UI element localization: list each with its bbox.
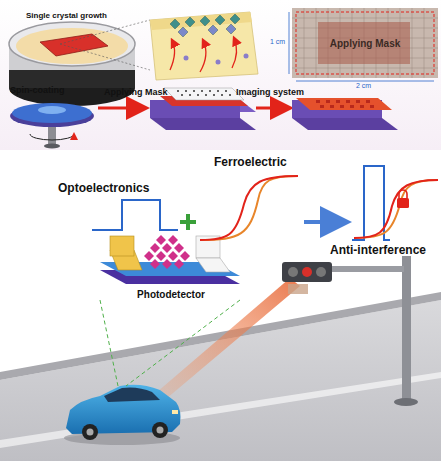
process-arrow [98,107,144,110]
figure-label: Optoelectronics [58,182,149,195]
locked-hysteresis [352,166,438,240]
figure-label: Anti-interference [330,244,426,257]
light-pulse [92,200,178,230]
patterned-substrate [292,98,398,130]
leader-line [126,300,240,386]
car [64,385,181,445]
top-panel [0,0,441,150]
hysteresis-loop [200,176,298,240]
node-box: Applying Mask [292,8,438,78]
node-text: Applying Mask [330,38,401,49]
figure-label: Applying Mask [104,88,168,98]
node-text: Photodetector [137,289,205,300]
traffic-light [282,256,418,406]
node-text: Single crystal growth [26,12,107,21]
photodetector-device [100,235,240,284]
figure-label: 1 cm [270,38,285,46]
photo-inset [289,8,438,81]
node-text: Spin-coating [10,86,65,96]
figure-label: Ferroelectric [214,156,287,169]
spin-coater [10,103,94,149]
crystal-section [150,12,258,80]
figure-label: Imaging system [236,88,304,98]
transition-arrow [304,220,344,224]
process-arrow [256,107,288,110]
road-scene [0,292,441,461]
node-box: Photodetector [96,232,246,300]
plus-sign [180,214,196,230]
node-box: Spin-coating [6,86,102,150]
figure-label: 2 cm [356,82,371,90]
leader-line [100,300,118,386]
